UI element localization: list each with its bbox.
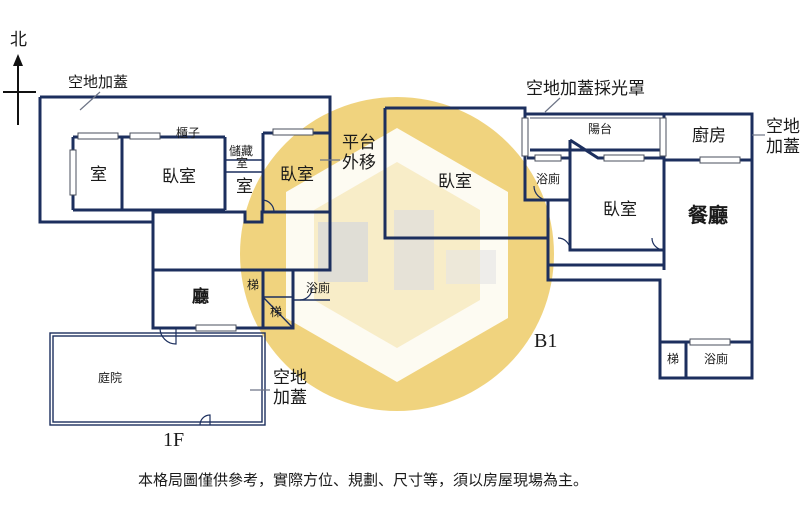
north-label: 北 xyxy=(10,30,27,49)
b1-stair-label: 梯 xyxy=(667,352,679,366)
1f-courtyard-label: 庭院 xyxy=(98,370,122,385)
b1-window-5 xyxy=(699,156,741,164)
b1-bedroom-a-label: 臥室 xyxy=(438,172,472,191)
1f-platform-label-2: 外移 xyxy=(342,153,376,172)
1f-room-mid-label: 室 xyxy=(236,177,253,196)
1f-window-3 xyxy=(272,128,314,136)
b1-bedroom-b-wall xyxy=(568,138,666,252)
1f-window-1 xyxy=(77,132,119,140)
1f-courtyard-inner xyxy=(52,335,263,423)
1f-window-5 xyxy=(69,149,77,196)
1f-courtyard-border xyxy=(49,332,266,426)
1f-storage-label-2: 室 xyxy=(236,155,248,170)
watermark-logo-block-3 xyxy=(446,250,496,284)
b1-window-3 xyxy=(603,154,645,162)
1f-floor-label: 1F xyxy=(163,429,184,451)
1f-living-label: 廳 xyxy=(192,286,209,306)
b1-window-6 xyxy=(689,338,731,346)
b1-window-4 xyxy=(534,154,562,162)
floor-1f: 空地加蓋 室 臥室 櫃子 儲藏 室 室 臥室 平台 外移 梯 梯 浴廁 廳 庭院… xyxy=(38,74,376,451)
b1-bath-a-label: 浴廁 xyxy=(536,171,560,186)
1f-stair-b-label: 梯 xyxy=(270,305,282,319)
1f-stair-diag xyxy=(262,296,294,329)
b1-annex-right-label-1: 空地 xyxy=(766,117,800,136)
b1-dining-label: 餐廳 xyxy=(688,203,728,227)
b1-skylight-label: 空地加蓋採光罩 xyxy=(526,79,645,98)
b1-window-2 xyxy=(659,117,667,157)
b1-balcony-label: 陽台 xyxy=(588,121,612,136)
1f-annex-arrow xyxy=(79,91,101,111)
1f-door-living xyxy=(159,327,177,345)
1f-room-small-label: 室 xyxy=(90,165,107,184)
b1-bedroom-b-label: 臥室 xyxy=(603,200,637,219)
1f-stair-a-label: 梯 xyxy=(247,278,259,292)
1f-platform-label-1: 平台 xyxy=(342,133,376,152)
watermark-logo-block-2 xyxy=(394,210,434,290)
b1-bath-b-label: 浴廁 xyxy=(704,351,728,366)
1f-storage-label-1: 儲藏 xyxy=(229,144,253,158)
compass: 北 xyxy=(3,30,36,125)
1f-door-bath xyxy=(299,287,313,301)
1f-door-bed xyxy=(261,199,275,213)
watermark-logo-block xyxy=(318,222,368,282)
1f-bath-label: 浴廁 xyxy=(306,280,330,295)
b1-kitchen-label: 廚房 xyxy=(692,125,726,145)
1f-bedroom-a-label: 臥室 xyxy=(162,167,196,186)
1f-cabinet-label: 櫃子 xyxy=(176,126,200,140)
b1-floor-label: B1 xyxy=(534,330,557,352)
b1-door-bedroom xyxy=(557,237,571,251)
1f-door-courtyard xyxy=(199,414,211,426)
compass-arrow-icon xyxy=(13,54,23,66)
1f-annex-side-label-2: 加蓋 xyxy=(273,388,307,407)
b1-right-block xyxy=(523,108,754,380)
b1-skylight-arrow xyxy=(544,97,561,113)
footer-note: 本格局圖僅供參考，實際方位、規劃、尺寸等，須以房屋現場為主。 xyxy=(138,471,588,489)
b1-door-bath xyxy=(533,185,549,201)
b1-window-1 xyxy=(521,117,529,157)
watermark xyxy=(240,97,554,411)
1f-window-2 xyxy=(129,132,161,140)
b1-annex-right-label-2: 加蓋 xyxy=(766,137,800,156)
floor-b1: 空地加蓋採光罩 陽台 廚房 空地 加蓋 臥室 浴廁 臥室 餐廳 梯 浴廁 B1 xyxy=(383,79,800,380)
b1-door-dining xyxy=(651,237,665,251)
1f-bedroom-b-label: 臥室 xyxy=(280,165,314,184)
1f-stair-box xyxy=(261,268,295,330)
1f-annex-top-label: 空地加蓋 xyxy=(68,74,128,91)
1f-outer-wall xyxy=(38,95,332,224)
1f-annex-side-label-1: 空地 xyxy=(273,368,307,387)
1f-window-4 xyxy=(195,324,237,332)
